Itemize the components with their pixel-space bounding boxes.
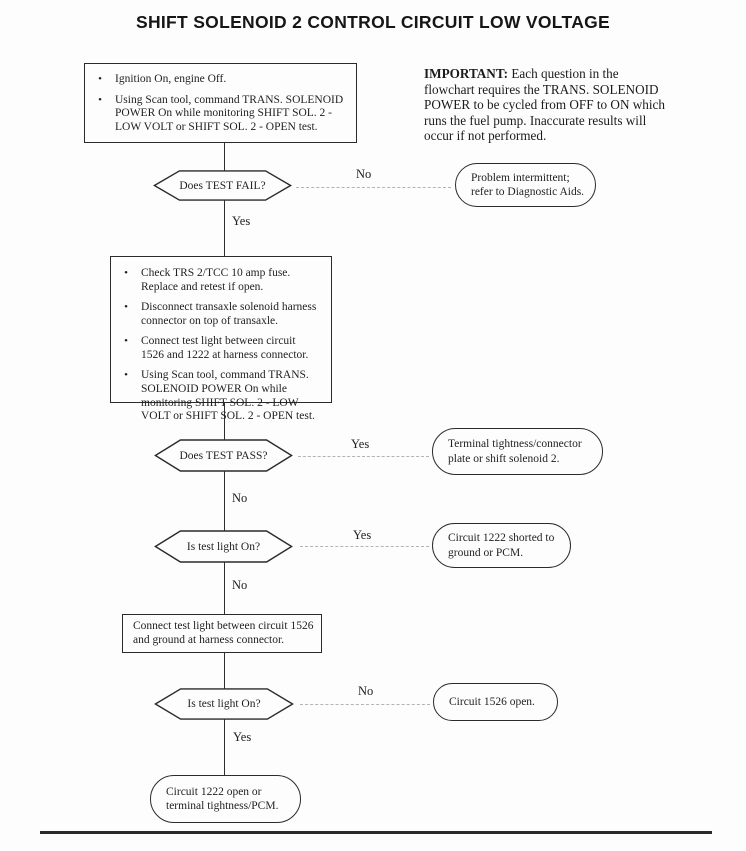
connector-action-to-decision4 <box>224 651 226 690</box>
result-circuit-1222-open-oval: Circuit 1222 open or terminal tightness/… <box>150 775 301 823</box>
result-intermittent-oval: Problem intermittent; refer to Diagnosti… <box>455 163 596 207</box>
decision-test-fail-question: Does TEST FAIL? <box>179 179 266 192</box>
decision-test-light-2-question: Is test light On? <box>187 697 261 710</box>
list-item: • Connect test light between circuit 152… <box>111 335 329 362</box>
decision-test-light-1-question: Is test light On? <box>186 540 261 553</box>
connector-decision4-to-result <box>224 719 226 777</box>
important-note-label: IMPORTANT: <box>424 66 509 81</box>
branch-label-yes: Yes <box>353 528 372 542</box>
branch-label-no: No <box>356 167 372 181</box>
action-box-text: Connect test light between circuit 1526 … <box>133 620 314 646</box>
branch-label-yes: Yes <box>232 214 251 228</box>
bullet-icon: • <box>98 73 102 85</box>
connector-decision1-to-checks <box>224 200 226 258</box>
result-terminal-tightness-text: Terminal tightness/connector plate or sh… <box>448 438 582 465</box>
connector-decision2-to-decision3 <box>224 471 226 532</box>
start-bullet-1: Ignition On, engine Off. <box>115 73 227 85</box>
connector-decision3-yes <box>300 546 429 547</box>
action-box: Connect test light between circuit 1526 … <box>122 614 322 653</box>
connector-decision2-yes <box>298 456 429 457</box>
decision-test-pass: Does TEST PASS? <box>154 439 293 472</box>
important-note-text: Each question in the flowchart requires … <box>424 66 666 144</box>
bullet-icon: • <box>124 335 128 348</box>
list-item: • Using Scan tool, command TRANS. SOLENO… <box>111 369 329 423</box>
hexagon-shape <box>154 688 294 720</box>
checks-bullet-3: Connect test light between circuit 1526 … <box>141 335 309 361</box>
connector-checks-to-decision2 <box>224 402 226 441</box>
branch-label-no: No <box>232 578 248 592</box>
result-circuit-1222-shorted-text: Circuit 1222 shorted to ground or PCM. <box>448 532 555 559</box>
connector-decision4-no <box>300 704 430 705</box>
decision-test-light-1: Is test light On? <box>154 530 293 563</box>
bullet-icon: • <box>98 93 102 106</box>
result-circuit-1526-open-text: Circuit 1526 open. <box>449 695 535 708</box>
start-bullet-2: Using Scan tool, command TRANS. SOLENOID… <box>115 93 344 133</box>
branch-label-yes: Yes <box>351 437 370 451</box>
checks-bullet-2: Disconnect transaxle solenoid harness co… <box>141 301 317 327</box>
page-title: SHIFT SOLENOID 2 CONTROL CIRCUIT LOW VOL… <box>135 12 611 32</box>
decision-test-pass-question: Does TEST PASS? <box>179 449 268 462</box>
bullet-icon: • <box>124 369 128 382</box>
decision-test-light-2: Is test light On? <box>154 688 294 720</box>
checks-bullet-1: Check TRS 2/TCC 10 amp fuse. Replace and… <box>141 267 291 293</box>
decision-test-fail: Does TEST FAIL? <box>153 170 292 201</box>
connector-decision1-no <box>296 187 451 188</box>
hexagon-shape <box>153 170 292 201</box>
result-intermittent-text: Problem intermittent; refer to Diagnosti… <box>471 171 585 198</box>
branch-label-yes: Yes <box>233 730 252 744</box>
result-circuit-1526-open-oval: Circuit 1526 open. <box>433 683 558 721</box>
result-circuit-1222-shorted-oval: Circuit 1222 shorted to ground or PCM. <box>432 523 571 568</box>
list-item: • Ignition On, engine Off. <box>85 73 354 87</box>
bullet-icon: • <box>124 301 128 314</box>
checks-box: • Check TRS 2/TCC 10 amp fuse. Replace a… <box>110 256 332 422</box>
checks-bullet-4: Using Scan tool, command TRANS. SOLENOID… <box>141 369 315 423</box>
connector-decision3-to-action <box>224 562 226 616</box>
hexagon-shape <box>154 530 293 563</box>
list-item: • Check TRS 2/TCC 10 amp fuse. Replace a… <box>111 267 329 294</box>
list-item: • Using Scan tool, command TRANS. SOLENO… <box>85 94 354 135</box>
branch-label-no: No <box>232 491 248 505</box>
page-bottom-rule <box>40 831 712 834</box>
hexagon-shape <box>154 439 293 472</box>
start-conditions-box: • Ignition On, engine Off. • Using Scan … <box>84 63 357 143</box>
result-terminal-tightness-oval: Terminal tightness/connector plate or sh… <box>432 428 603 475</box>
important-note: IMPORTANT: Each question in the flowchar… <box>424 66 672 144</box>
list-item: • Disconnect transaxle solenoid harness … <box>111 301 329 328</box>
connector-start-to-decision1 <box>224 142 226 172</box>
result-circuit-1222-open-text: Circuit 1222 open or terminal tightness/… <box>166 785 279 812</box>
bullet-icon: • <box>124 267 128 279</box>
branch-label-no: No <box>358 684 374 698</box>
